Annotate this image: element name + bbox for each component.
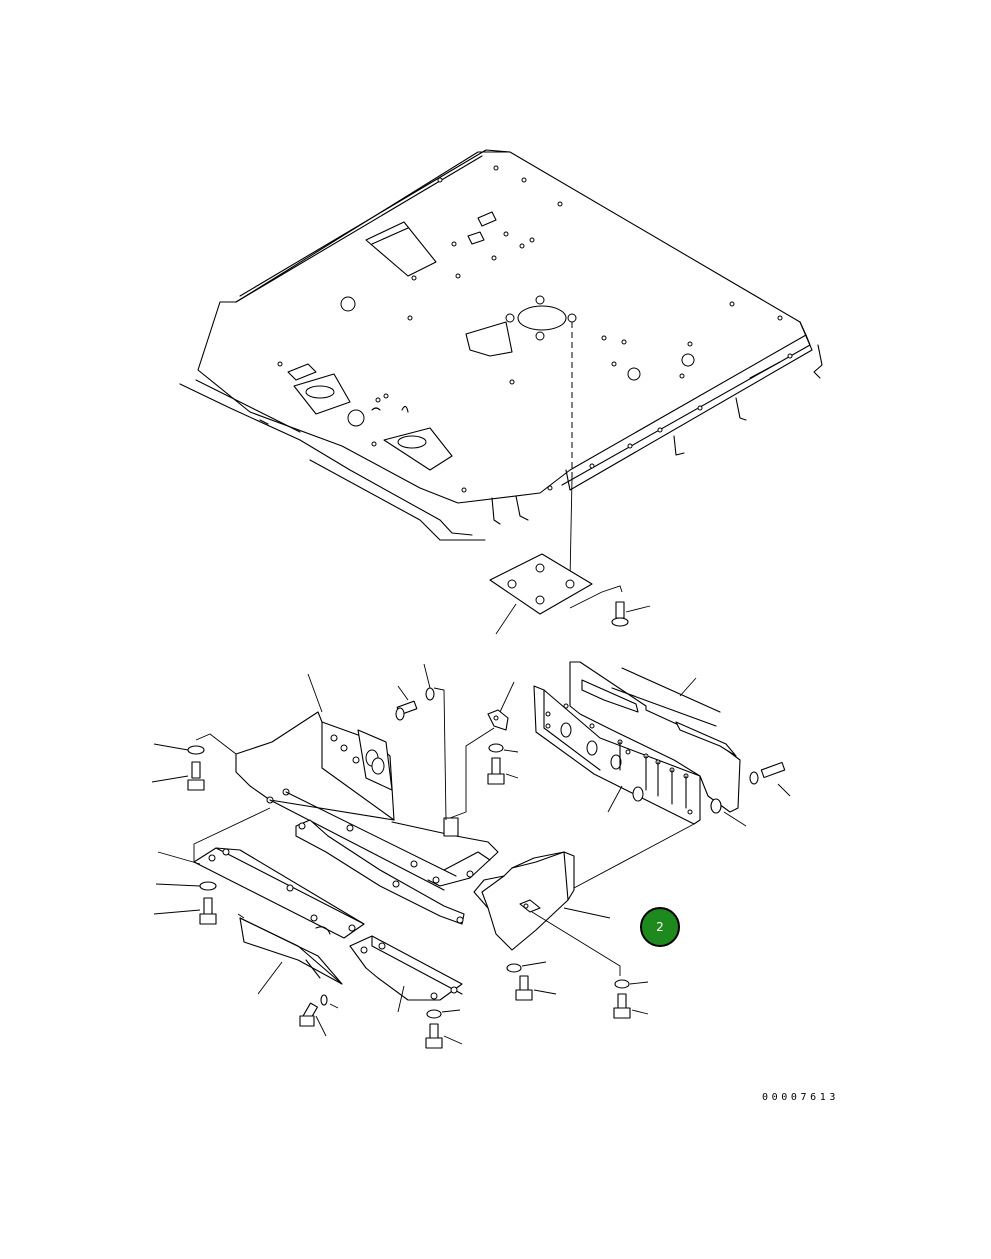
lower-center-bolt	[425, 1023, 463, 1049]
center-bolt	[395, 663, 447, 821]
wedge-bolt	[299, 994, 339, 1037]
small-clip	[449, 681, 515, 819]
panel-gasket	[569, 661, 741, 813]
center-right-bolt	[487, 757, 519, 785]
drawing-code-label: 00007613	[762, 1092, 839, 1103]
lower-center-washer	[426, 1009, 461, 1019]
left-washer-2	[155, 881, 217, 891]
left-bracket	[235, 673, 395, 821]
center-channel	[269, 791, 499, 925]
floor-frame	[179, 149, 823, 541]
far-right-washer	[614, 979, 649, 989]
plate-bolt	[611, 601, 651, 627]
left-bolt-1	[151, 761, 205, 791]
gasket-bolt	[749, 761, 791, 797]
center-right-washer	[488, 743, 519, 753]
right-bracket	[473, 851, 621, 976]
gasket-washer	[710, 798, 747, 827]
far-right-bolt	[613, 993, 649, 1019]
left-bolt-2	[153, 897, 217, 925]
callout-marker-2[interactable]: 2	[640, 907, 680, 947]
lower-center-panel	[349, 935, 463, 1013]
left-washer-1	[153, 733, 237, 755]
seat-mount-plate	[489, 553, 623, 635]
right-bracket-bolt	[515, 975, 557, 1001]
control-panel-plate	[533, 685, 701, 889]
wedge-cover	[237, 913, 343, 995]
right-bracket-washer	[506, 961, 547, 973]
left-floor-panel	[157, 807, 365, 939]
